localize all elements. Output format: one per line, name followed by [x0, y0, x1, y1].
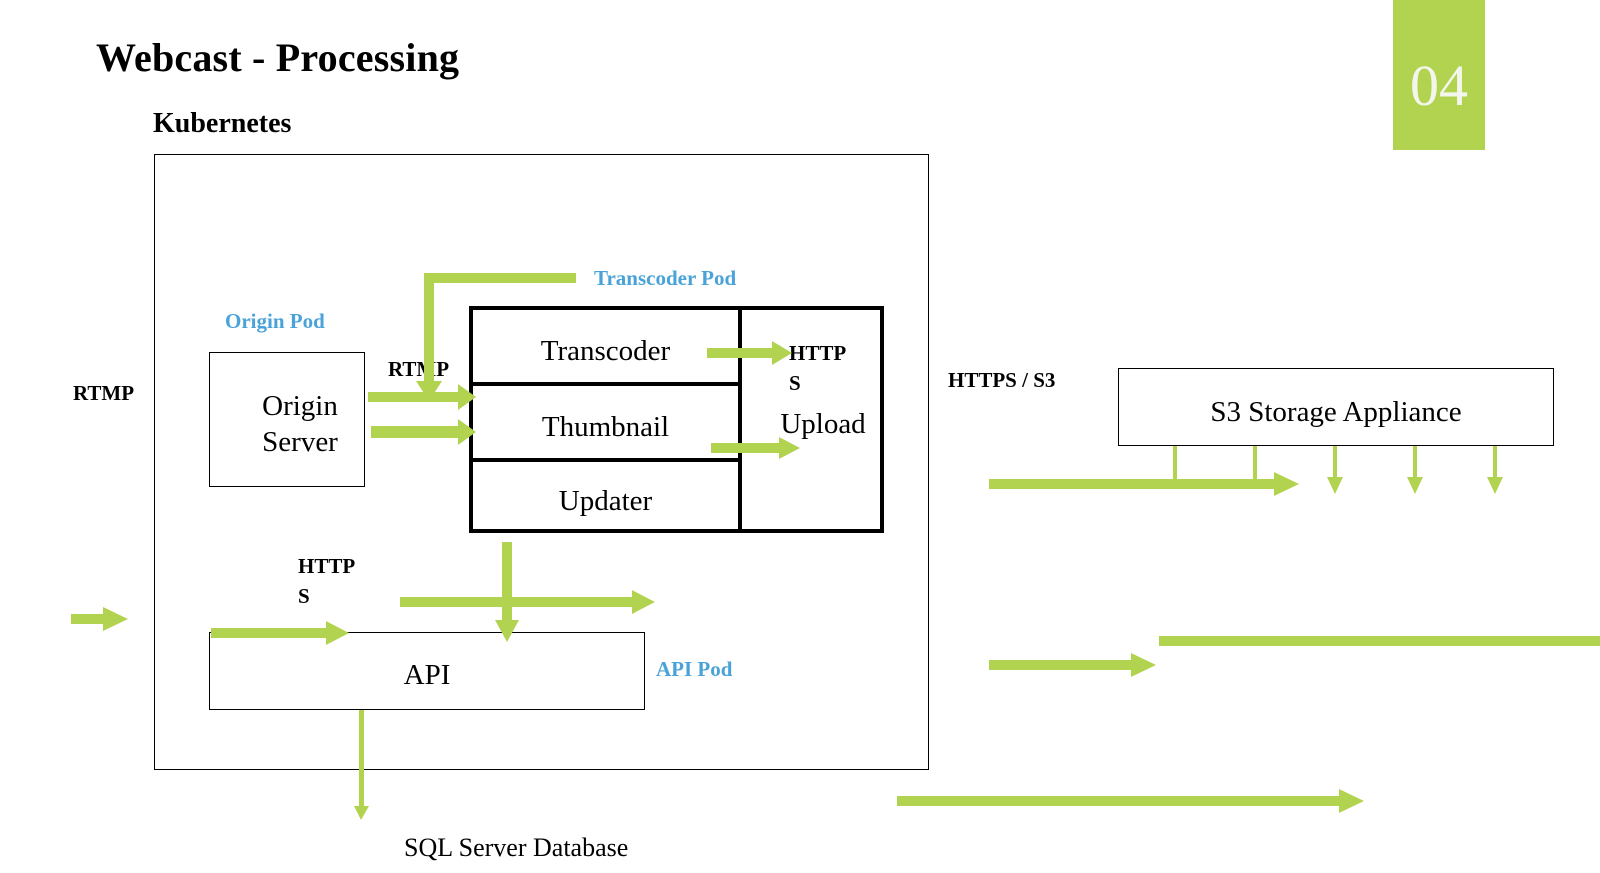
- origin-to-transcoder-arrowhead: [458, 384, 476, 410]
- https-api-label-line1: HTTP: [298, 554, 356, 578]
- kubernetes-cluster-box: [154, 154, 929, 770]
- right-middle-arrowhead: [1131, 653, 1156, 677]
- s3-down-arrow-4-shaft: [1413, 446, 1417, 478]
- s3-down-arrow-3-shaft: [1333, 446, 1337, 478]
- transcoder-label: Transcoder: [540, 335, 671, 367]
- https-api-label-line2: S: [298, 584, 310, 609]
- origin-to-thumbnail-arrowhead: [458, 419, 476, 445]
- sql-database-label: SQL Server Database: [404, 833, 629, 862]
- transcoder-pod-bracket-arrowhead: [416, 381, 442, 401]
- external-input-arrowhead: [103, 607, 128, 631]
- origin-server-label-line2: Server: [262, 426, 338, 459]
- https-s3-arrow-shaft: [989, 479, 1274, 489]
- api-box[interactable]: [209, 632, 645, 710]
- kubernetes-label: Kubernetes: [153, 108, 292, 139]
- rtmp-internal-label: RTMP: [388, 357, 450, 381]
- s3-storage-box[interactable]: [1118, 368, 1554, 446]
- origin-server-box[interactable]: [209, 352, 365, 487]
- api-pod-label: API Pod: [656, 657, 733, 681]
- origin-server-label-line1: Origin: [262, 390, 338, 422]
- s3-storage-label: S3 Storage Appliance: [1210, 396, 1462, 428]
- api-outbound-arrow-shaft: [400, 597, 632, 607]
- s3-down-arrow-5-head: [1487, 477, 1503, 494]
- updater-to-api-arrowhead: [495, 620, 519, 642]
- api-to-sql-arrowhead: [354, 806, 369, 820]
- https-into-api-arrowhead: [326, 621, 349, 645]
- right-long-bar: [1159, 636, 1600, 646]
- https-upload-label-line1: HTTP: [789, 341, 847, 365]
- thumbnail-to-upload-arrow-shaft: [711, 443, 779, 453]
- transcoder-to-upload-arrow-shaft: [707, 348, 772, 358]
- s3-down-arrow-4-head: [1407, 477, 1423, 494]
- origin-to-transcoder-arrow-shaft: [368, 392, 458, 402]
- bottom-arrowhead: [1339, 789, 1364, 813]
- rtmp-external-label: RTMP: [73, 381, 135, 405]
- transcoder-pod-bracket-vertical: [424, 273, 434, 381]
- origin-to-thumbnail-arrow-shaft: [371, 426, 458, 438]
- origin-pod-label: Origin Pod: [225, 309, 325, 333]
- https-upload-label: HTTP S: [789, 338, 846, 399]
- bottom-arrow-shaft: [897, 796, 1339, 806]
- https-s3-label: HTTPS / S3: [948, 368, 1056, 392]
- https-api-label: HTTP S: [298, 551, 355, 612]
- s3-down-arrow-3-head: [1327, 477, 1343, 494]
- origin-server-label: Origin Server: [245, 388, 355, 461]
- right-middle-arrow-shaft: [989, 660, 1131, 670]
- transcoder-pod-label: Transcoder Pod: [594, 266, 737, 290]
- api-to-sql-arrow-shaft: [359, 710, 364, 810]
- thumbnail-to-upload-arrowhead: [779, 437, 800, 459]
- updater-label: Updater: [558, 485, 653, 517]
- https-s3-arrowhead: [1274, 472, 1299, 496]
- api-outbound-arrowhead: [632, 590, 655, 614]
- page-number-badge: 04: [1393, 0, 1485, 150]
- api-label: API: [403, 659, 451, 691]
- https-upload-label-line2: S: [789, 371, 801, 396]
- slide-title: Webcast - Processing: [96, 35, 460, 80]
- page-number: 04: [1410, 52, 1468, 118]
- https-into-api-arrow-shaft: [211, 628, 326, 638]
- s3-down-arrow-1-shaft: [1173, 446, 1177, 489]
- s3-down-arrow-2-shaft: [1253, 446, 1257, 489]
- upload-box[interactable]: [738, 306, 884, 533]
- updater-to-api-arrow-shaft: [502, 542, 512, 622]
- s3-down-arrow-5-shaft: [1493, 446, 1497, 478]
- external-input-arrow-shaft: [71, 614, 103, 624]
- transcoder-pod-bracket-horizontal: [424, 273, 576, 283]
- upload-label: Upload: [780, 408, 866, 440]
- transcoder-to-upload-arrowhead: [772, 341, 792, 365]
- thumbnail-label: Thumbnail: [541, 411, 670, 443]
